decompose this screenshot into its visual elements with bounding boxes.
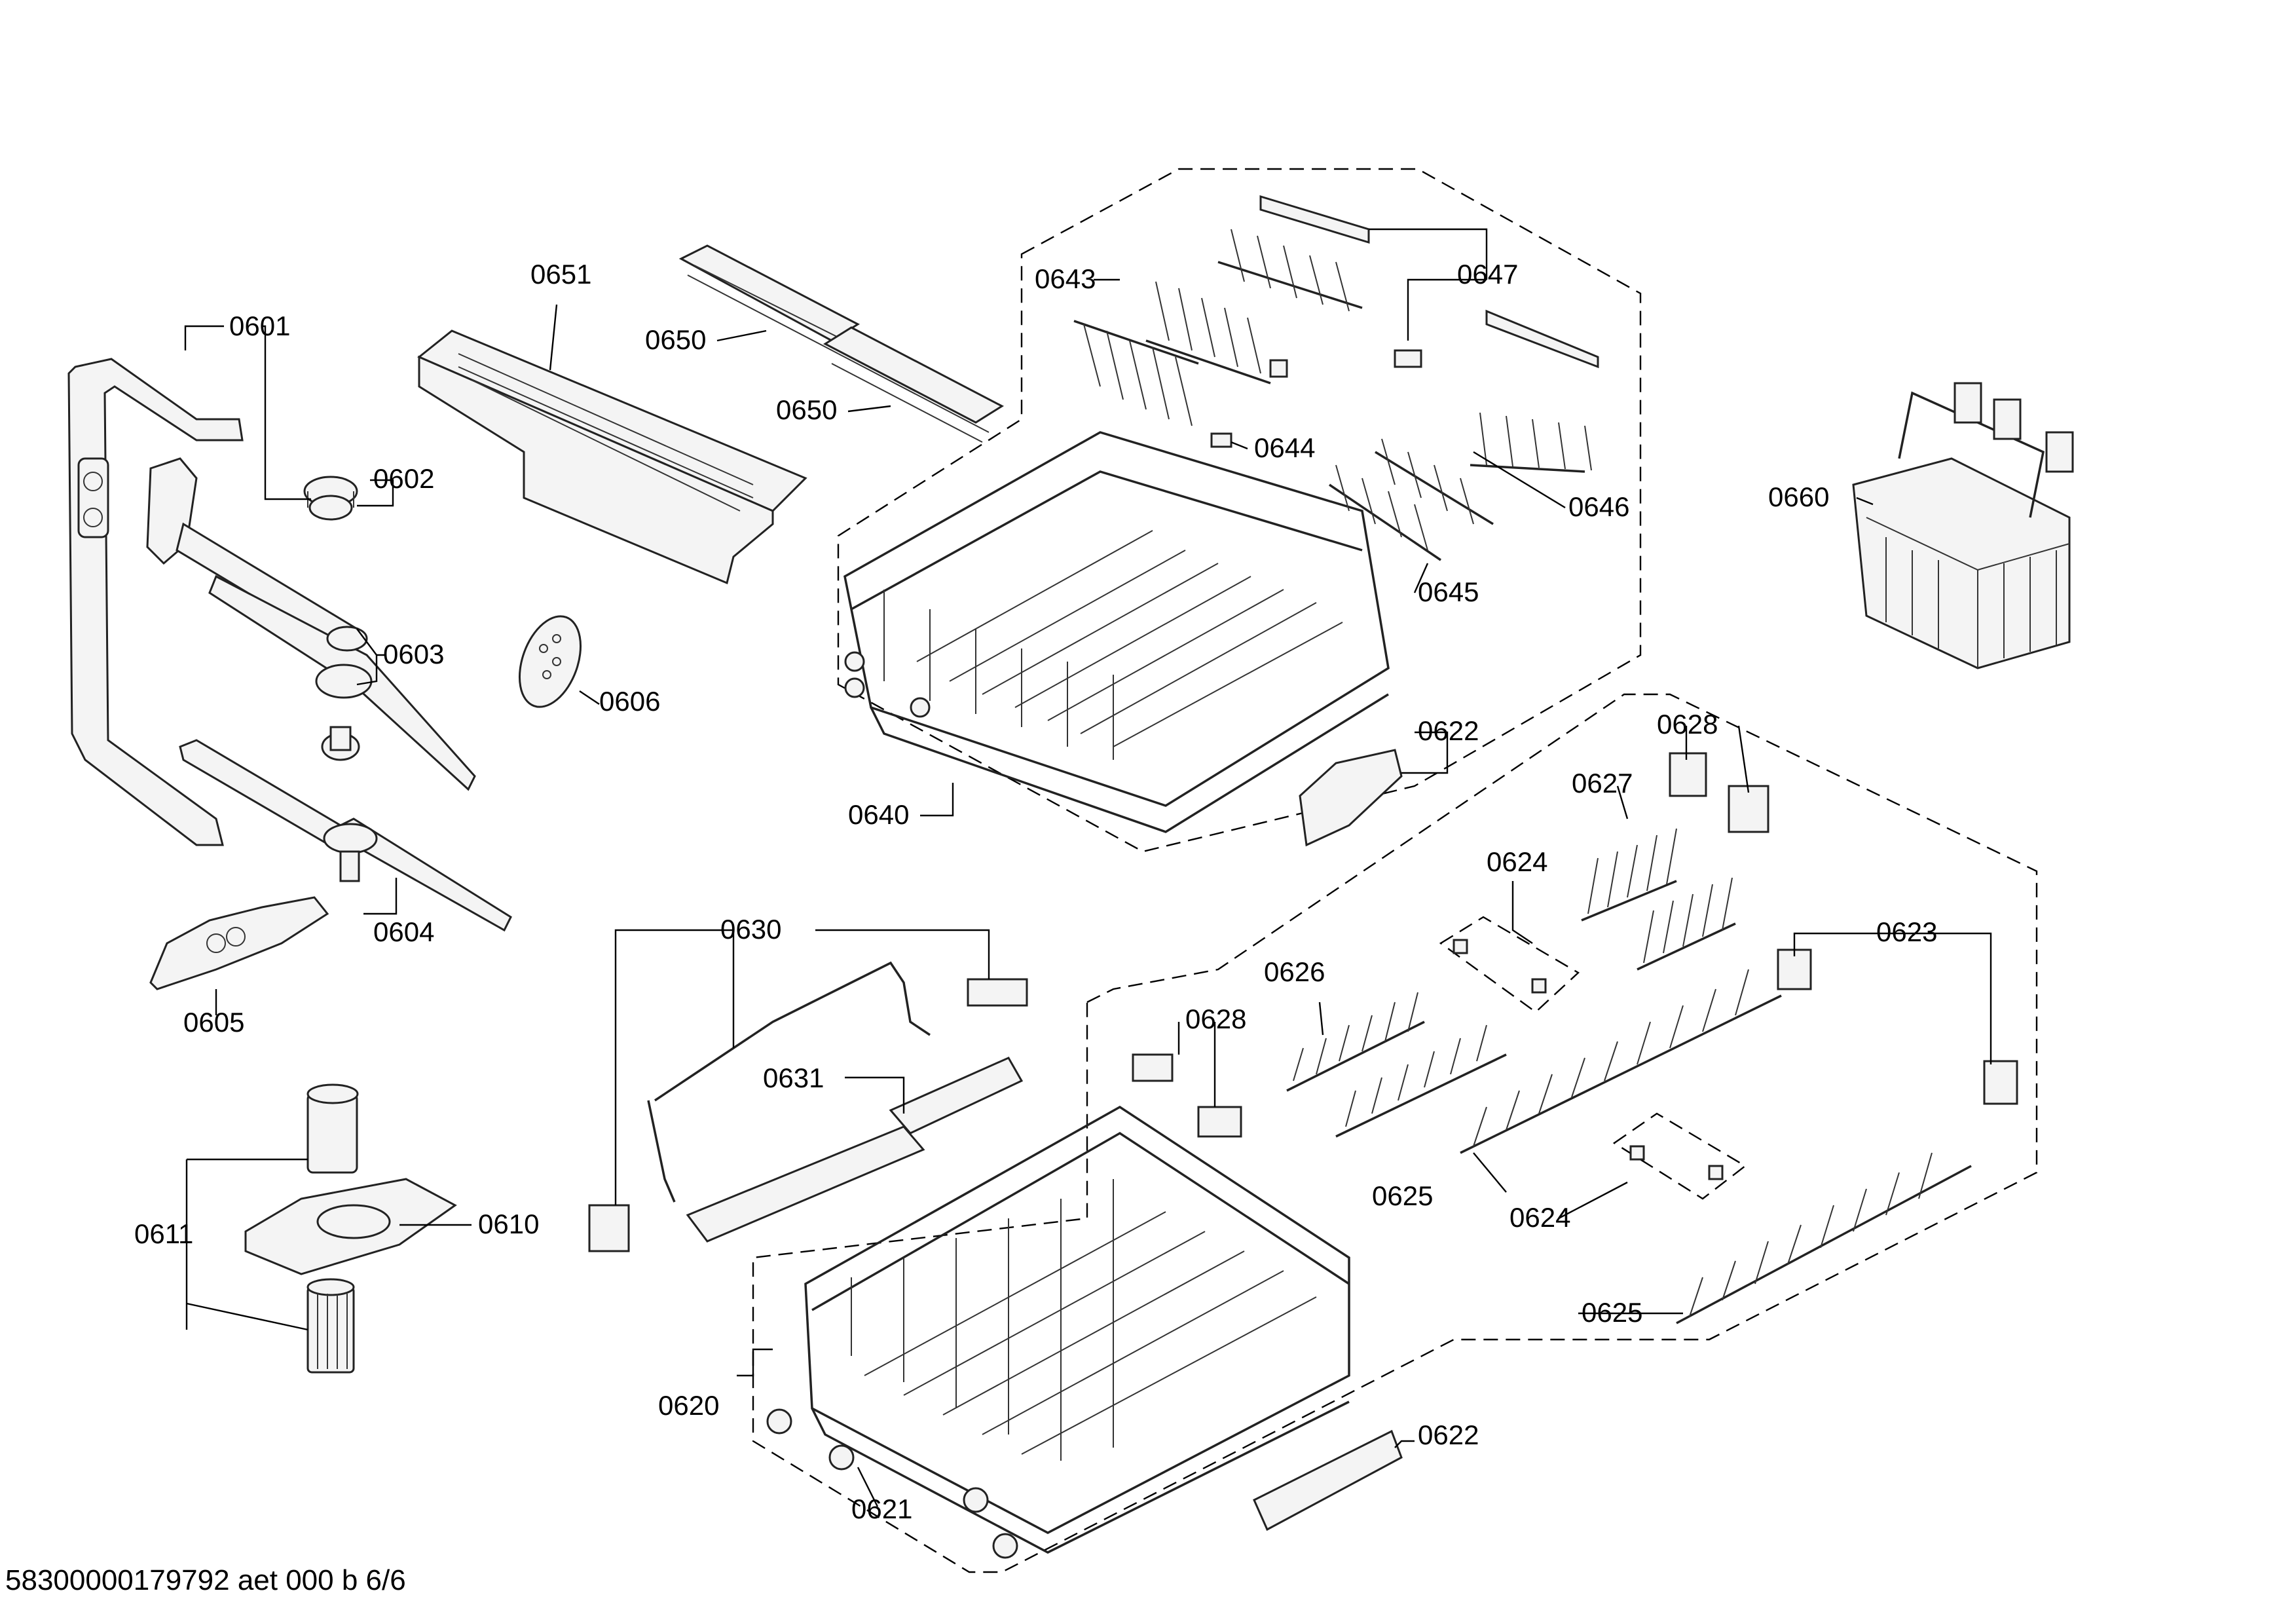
label-0630: 0630: [720, 914, 781, 945]
handle-0622-upper: [1299, 749, 1403, 847]
fold-tines-0625: [1460, 969, 1972, 1324]
label-0610: 0610: [478, 1209, 539, 1239]
label-0624-upper: 0624: [1487, 846, 1547, 877]
label-0603: 0603: [383, 639, 444, 669]
tray-insert-0650-b: [823, 326, 1005, 443]
label-0631: 0631: [763, 1062, 824, 1093]
fold-tines-0627: [1581, 828, 1736, 971]
upper-rack-group-outline: [837, 168, 1642, 853]
label-0626: 0626: [1264, 956, 1325, 987]
wire-holder-0630: [588, 961, 1028, 1252]
label-0604: 0604: [373, 916, 434, 947]
tray-insert-0650-a: [678, 244, 861, 354]
handle-0622-lower: [1253, 1429, 1403, 1531]
label-0622-lower: 0622: [1418, 1419, 1479, 1450]
label-0627: 0627: [1572, 768, 1633, 798]
upper-spray-arm-0603: [146, 457, 476, 791]
label-0650-b: 0650: [776, 394, 837, 425]
label-0628-upper: 0628: [1657, 709, 1718, 740]
label-0623: 0623: [1876, 916, 1937, 947]
clips-0624: [1439, 916, 1747, 1200]
label-0660: 0660: [1768, 481, 1829, 512]
clip-0647: [1259, 195, 1599, 369]
supply-tube-0601: [67, 358, 244, 846]
filter-assembly-0610-0611: [244, 1083, 457, 1374]
tine-row-0645: [1329, 438, 1494, 561]
label-0602: 0602: [373, 463, 434, 494]
lower-spray-arm-0604: [179, 739, 512, 932]
filter-disk-0606: [518, 615, 582, 708]
leader-lines: [184, 228, 1992, 1507]
cover-plate-0605: [149, 896, 329, 990]
label-0643: 0643: [1035, 263, 1096, 294]
label-0624-lower: 0624: [1509, 1202, 1570, 1233]
label-0646: 0646: [1568, 491, 1629, 522]
label-0620: 0620: [658, 1390, 719, 1421]
label-0651: 0651: [530, 259, 591, 290]
clip-tray-0631: [686, 1057, 1024, 1243]
tine-row-0643: [1073, 320, 1199, 426]
label-0622-upper: 0622: [1418, 715, 1479, 746]
label-0640: 0640: [848, 799, 909, 830]
label-0644: 0644: [1254, 432, 1315, 463]
clips-0628: [1132, 752, 1769, 1138]
clips-0623: [1777, 948, 2018, 1105]
nut-0602: [303, 476, 358, 521]
label-0628-lower: 0628: [1185, 1004, 1246, 1034]
lower-rack-0620: [804, 1105, 1350, 1554]
label-0650-a: 0650: [645, 324, 706, 355]
document-code: 58300000179792 aet 000 b 6/6: [5, 1564, 406, 1596]
fold-tines-0626: [1286, 992, 1507, 1138]
label-0601: 0601: [229, 310, 290, 341]
label-0645: 0645: [1418, 576, 1479, 607]
tine-row-0646: [1217, 229, 1592, 473]
label-0605: 0605: [183, 1007, 244, 1038]
label-0606: 0606: [599, 686, 660, 717]
part-labels: 0601 0602 0603 0604 0605 0606 0610 0611 …: [134, 259, 1937, 1524]
lower-rack-accessories-group-outline: [752, 693, 2038, 1573]
label-0625-upper: 0625: [1372, 1180, 1433, 1211]
label-0611: 0611: [134, 1218, 193, 1249]
label-0621: 0621: [851, 1493, 912, 1524]
label-0625-lower: 0625: [1582, 1297, 1642, 1328]
label-0647: 0647: [1457, 259, 1518, 290]
clip-0644: [1210, 359, 1288, 448]
cutlery-basket-0660: [1852, 382, 2074, 669]
cutlery-tray-0651: [417, 329, 807, 585]
tine-row-0643-b: [1145, 281, 1271, 385]
upper-rack-0640: [843, 431, 1390, 833]
wheels-0621: [766, 1408, 1018, 1559]
